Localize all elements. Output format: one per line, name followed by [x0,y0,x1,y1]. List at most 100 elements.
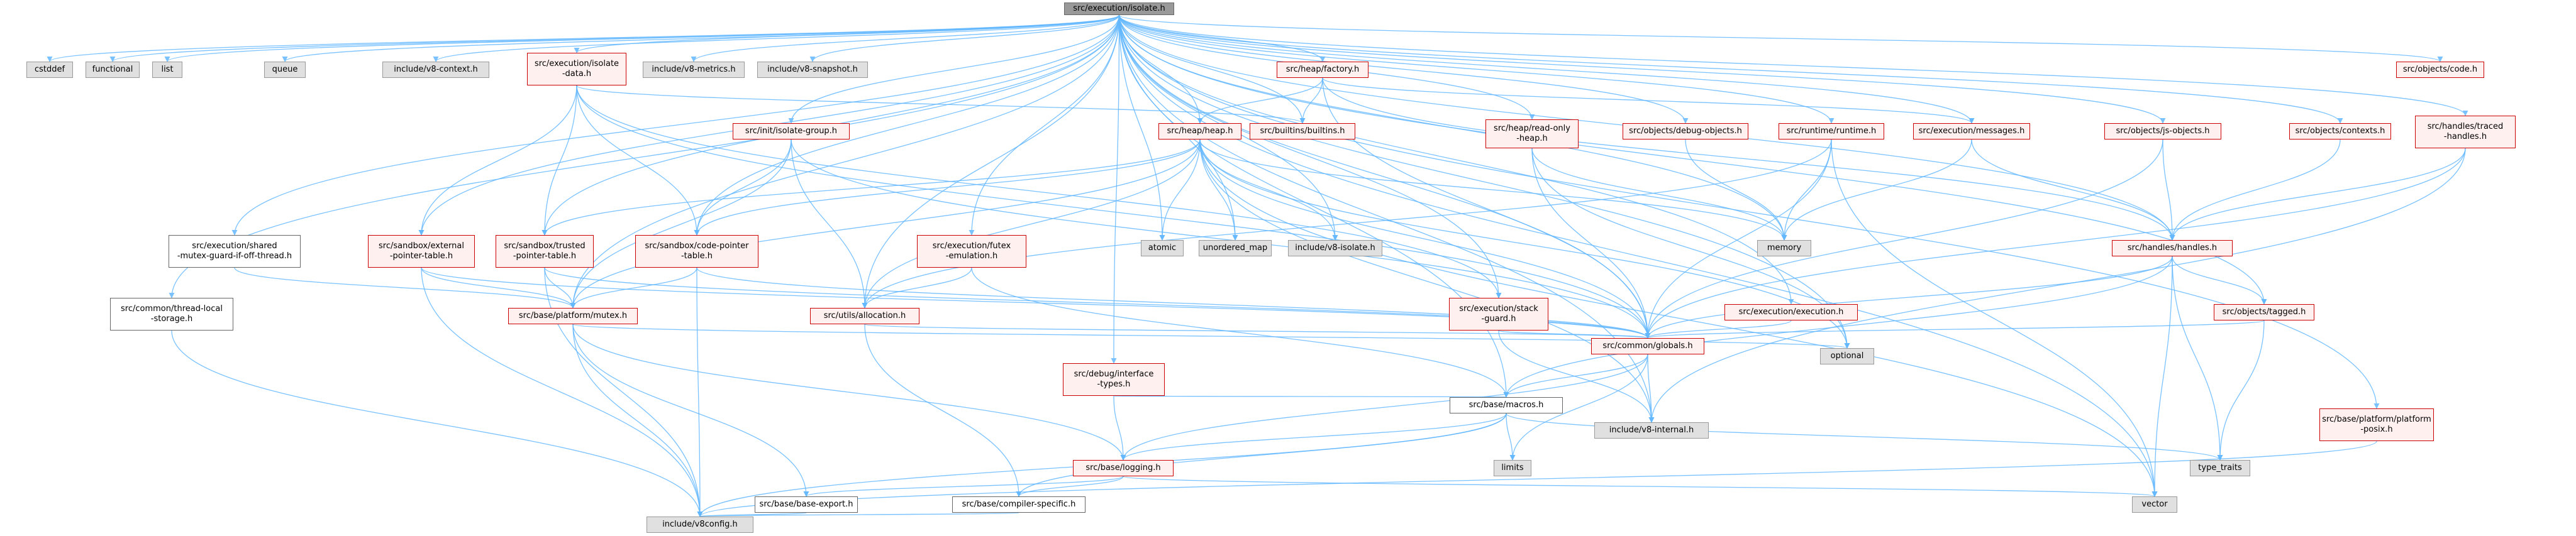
node-debugobjects[interactable]: src/objects/debug-objects.h [1623,123,1748,139]
edge-macros-to-typetraits [1506,413,2223,461]
node-optional: optional [1820,348,1874,364]
edge-contexts-to-handles [2169,139,2341,241]
edge-messages-to-handles [1971,139,2175,241]
edge-mutex-to-v8config [572,324,703,517]
node-logging[interactable]: src/base/logging.h [1073,460,1174,476]
node-interfacetypes[interactable]: src/debug/interface -types.h [1063,363,1165,396]
node-v8config: include/v8config.h [647,517,753,533]
node-threadlocal[interactable]: src/common/thread-local -storage.h [110,298,233,331]
edge-isolatedata-to-codeptrtable [576,85,700,236]
node-runtime[interactable]: src/runtime/runtime.h [1779,123,1884,139]
edge-tracedhandles-to-v8internal [1648,148,2466,423]
edge-futex-to-macros [971,267,1509,398]
node-mutex[interactable]: src/base/platform/mutex.h [508,308,638,324]
node-readonlyheap[interactable]: src/heap/read-only -heap.h [1485,119,1579,148]
edge-tracedhandles-to-globals [1645,148,2466,339]
edge-jsobjects-to-handles [2162,139,2175,241]
node-compilerspecific[interactable]: src/base/compiler-specific.h [952,496,1085,513]
edge-isolatedata-to-globals [576,85,1651,339]
edge-mutex-to-baseexport [572,324,809,497]
node-v8metrics: include/v8-metrics.h [643,62,745,78]
edge-heapheap-to-mutex [570,139,1201,309]
node-heapheap[interactable]: src/heap/heap.h [1158,123,1241,139]
node-execution[interactable]: src/execution/execution.h [1724,304,1858,320]
node-extptrtable[interactable]: src/sandbox/external -pointer-table.h [368,235,475,268]
edge-root-to-allocation [862,14,1120,309]
edge-isolatedata-to-extptrtable [418,85,577,236]
edge-root-to-v8internal [1118,14,1655,423]
node-heapfactory[interactable]: src/heap/factory.h [1277,62,1368,78]
edge-trustedptrtable-to-globals [544,267,1651,339]
edge-heapheap-to-unorderedmap [1199,139,1238,241]
node-contexts[interactable]: src/objects/contexts.h [2289,123,2391,139]
edge-mutex-to-logging [572,324,1126,461]
node-codeptrtable[interactable]: src/sandbox/code-pointer -table.h [635,235,758,268]
node-macros[interactable]: src/base/macros.h [1450,397,1563,413]
edge-mutexguard-to-mutex [234,267,576,309]
edge-heapfactory-to-messages [1322,77,1975,124]
node-queue: queue [264,62,306,78]
edge-globals-to-logging [1120,354,1648,461]
edge-trustedptrtable-to-mutex [544,267,576,309]
node-stackguard[interactable]: src/execution/stack -guard.h [1449,298,1548,331]
node-list: list [152,62,182,78]
node-globals[interactable]: src/common/globals.h [1591,338,1704,354]
edge-tagged-to-globals [1645,320,2265,339]
edge-allocation-to-compilerspecific [864,324,1022,497]
edge-root-to-mutexguard [231,14,1120,236]
edge-root-to-codeptrtable [694,14,1120,236]
node-platformposix[interactable]: src/base/platform/platform -posix.h [2319,408,2434,441]
edge-isolatedata-to-trustedptrtable [541,85,577,236]
edge-heapfactory-to-handles [1322,77,2175,241]
edge-runtime-to-globals [1645,139,1832,339]
edge-tagged-to-typetraits [2217,320,2265,461]
node-futex[interactable]: src/execution/futex -emulation.h [917,235,1026,268]
node-isolategroup[interactable]: src/init/isolate-group.h [733,123,850,139]
edge-root-to-futex [969,14,1120,236]
node-isolatedata[interactable]: src/execution/isolate -data.h [527,53,626,85]
edge-heapfactory-to-heapheap [1197,77,1323,124]
node-handles[interactable]: src/handles/handles.h [2112,240,2233,256]
edge-heapheap-to-trustedptrtable [541,139,1201,236]
edge-root-to-interfacetypes [1111,14,1120,364]
node-trustedptrtable[interactable]: src/sandbox/trusted -pointer-table.h [496,235,594,268]
node-v8snapshot: include/v8-snapshot.h [757,62,868,78]
node-allocation[interactable]: src/utils/allocation.h [810,308,919,324]
edge-root-to-v8context [433,14,1120,62]
node-tracedhandles[interactable]: src/handles/traced -handles.h [2415,116,2516,148]
edge-heapfactory-to-builtins [1299,77,1323,124]
edge-runtime-to-allocation [862,139,1832,309]
edge-isolategroup-to-codeptrtable [694,139,792,236]
node-jsobjects[interactable]: src/objects/js-objects.h [2104,123,2221,139]
edge-isolatedata-to-builtins [576,85,1306,124]
node-mutexguard[interactable]: src/execution/shared -mutex-guard-if-off… [169,235,301,268]
edge-extptrtable-to-globals [421,267,1651,339]
edge-root-to-isolategroup [788,14,1120,124]
edge-interfacetypes-to-macros [1113,391,1507,398]
node-messages[interactable]: src/execution/messages.h [1913,123,2030,139]
edge-globals-to-macros [1503,354,1648,398]
node-vector: vector [2132,496,2177,513]
edge-root-to-stackguard [1118,14,1502,298]
edge-platformposix-to-v8config [697,440,2377,517]
node-baseexport[interactable]: src/base/base-export.h [755,496,858,513]
edge-root-to-optional [1118,14,1850,349]
node-objcode[interactable]: src/objects/code.h [2396,62,2484,78]
node-tagged[interactable]: src/objects/tagged.h [2214,304,2314,320]
edge-root-to-heapfactory [1118,14,1326,62]
edge-root-to-v8snapshot [809,14,1120,62]
node-builtins[interactable]: src/builtins/builtins.h [1250,123,1355,139]
edge-heapheap-to-memory [1199,139,1787,241]
edge-readonlyheap-to-globals [1531,148,1651,339]
node-atomic: atomic [1141,240,1184,256]
node-root[interactable]: src/execution/isolate.h [1064,3,1174,15]
edge-heapheap-to-v8internal [1199,139,1655,423]
edge-root-to-platformposix [1118,14,2380,409]
edge-runtime-to-vector [1831,139,2158,497]
node-v8context: include/v8-context.h [382,62,489,78]
edge-compilerspecific-to-v8config [697,511,1019,517]
edge-isolategroup-to-allocation [791,139,868,309]
edge-root-to-atomic [1118,14,1165,241]
